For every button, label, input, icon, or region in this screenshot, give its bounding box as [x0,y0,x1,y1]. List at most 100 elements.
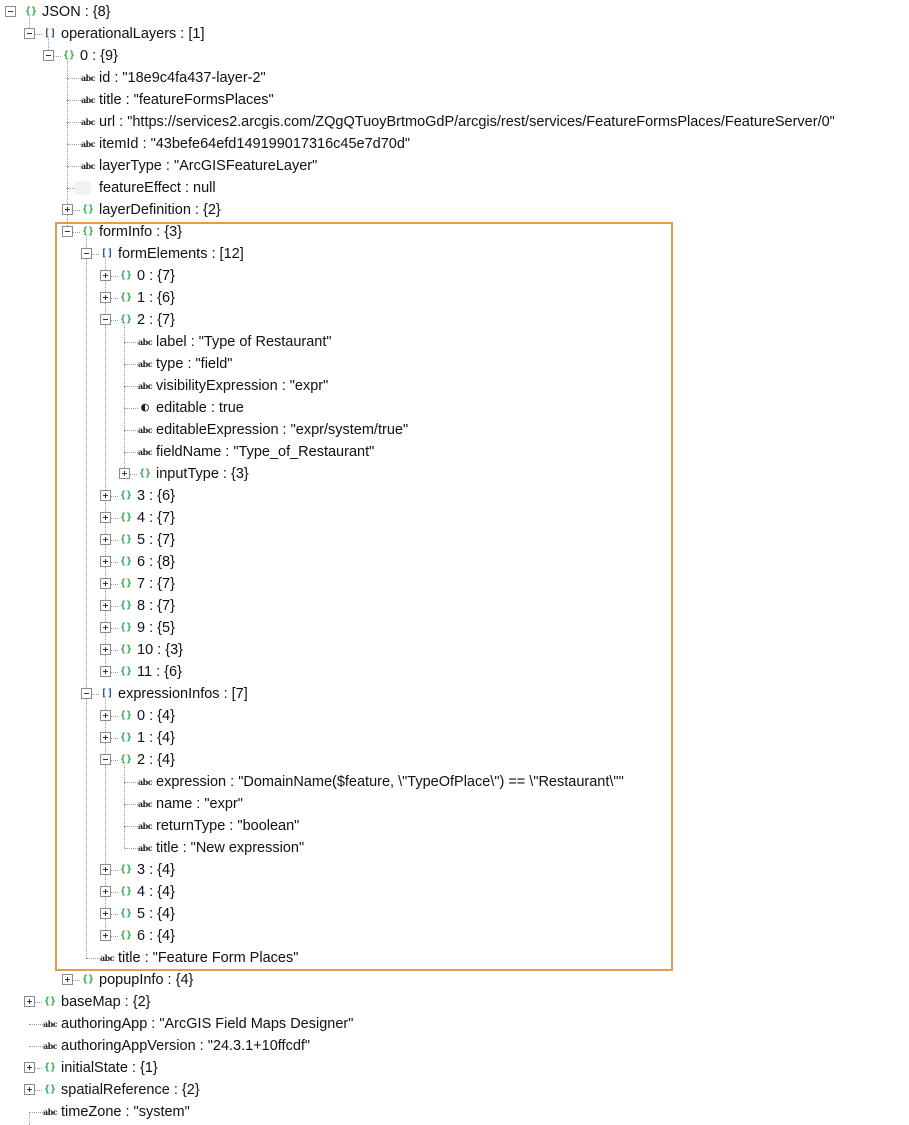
tree-node[interactable]: {}initialState : {1} [0,1057,909,1079]
node-label: title : "Feature Form Places" [118,947,298,969]
collapse-minus-icon[interactable] [5,6,16,17]
tree-node[interactable]: {}spatialReference : {2} [0,1079,909,1101]
tree-node[interactable]: {}6 : {8} [0,551,909,573]
node-label: 0 : {7} [137,265,175,287]
expand-plus-icon[interactable] [100,908,111,919]
expand-plus-icon[interactable] [100,930,111,941]
tree-node[interactable]: {}2 : {7} [0,309,909,331]
string-icon: abc [138,359,153,369]
expand-plus-icon[interactable] [119,468,130,479]
expand-plus-icon[interactable] [62,204,73,215]
expand-plus-icon[interactable] [24,1062,35,1073]
expand-plus-icon[interactable] [100,490,111,501]
expand-plus-icon[interactable] [100,710,111,721]
expand-plus-icon[interactable] [100,864,111,875]
collapse-minus-icon[interactable] [100,754,111,765]
tree-node[interactable]: {}layerDefinition : {2} [0,199,909,221]
collapse-minus-icon[interactable] [81,248,92,259]
tree-node[interactable]: {}1 : {6} [0,287,909,309]
node-label: layerType : "ArcGISFeatureLayer" [99,155,317,177]
tree-node[interactable]: []operationalLayers : [1] [0,23,909,45]
expand-plus-icon[interactable] [100,644,111,655]
collapse-minus-icon[interactable] [24,28,35,39]
collapse-minus-icon[interactable] [62,226,73,237]
tree-node[interactable]: {}9 : {5} [0,617,909,639]
tree-node[interactable]: {}0 : {9} [0,45,909,67]
expand-plus-icon[interactable] [100,556,111,567]
expand-plus-icon[interactable] [100,270,111,281]
tree-node[interactable]: ◐editable : true [0,397,909,419]
tree-node[interactable]: {}inputType : {3} [0,463,909,485]
tree-node[interactable]: featureEffect : null [0,177,909,199]
tree-node[interactable]: {}3 : {4} [0,859,909,881]
tree-node[interactable]: {}baseMap : {2} [0,991,909,1013]
tree-node[interactable]: {}10 : {3} [0,639,909,661]
tree-connector-line [111,628,118,629]
tree-node[interactable]: {}0 : {7} [0,265,909,287]
tree-node[interactable]: {}8 : {7} [0,595,909,617]
tree-node[interactable]: {}3 : {6} [0,485,909,507]
tree-node[interactable]: []expressionInfos : [7] [0,683,909,705]
tree-node[interactable]: {}4 : {7} [0,507,909,529]
expand-plus-icon[interactable] [100,732,111,743]
tree-node[interactable]: {}1 : {4} [0,727,909,749]
tree-connector-line [73,980,80,981]
expand-plus-icon[interactable] [100,622,111,633]
node-key: baseMap [61,994,121,1010]
tree-node[interactable]: {}formInfo : {3} [0,221,909,243]
tree-node[interactable]: {}0 : {4} [0,705,909,727]
node-value: "DomainName($feature, \"TypeOfPlace\") =… [238,774,624,790]
tree-node[interactable]: {}11 : {6} [0,661,909,683]
node-label: 10 : {3} [137,639,183,661]
key-value-separator: : [226,774,239,790]
expand-plus-icon[interactable] [100,512,111,523]
collapse-minus-icon[interactable] [43,50,54,61]
expand-plus-icon[interactable] [100,886,111,897]
tree-node[interactable]: []formElements : [12] [0,243,909,265]
key-value-separator: : [225,818,238,834]
expand-plus-icon[interactable] [24,996,35,1007]
collapse-minus-icon[interactable] [81,688,92,699]
tree-node[interactable]: {}JSON : {8} [0,1,909,23]
tree-node[interactable]: {}5 : {4} [0,903,909,925]
node-value: "expr/system/true" [290,422,409,438]
node-label: initialState : {1} [61,1057,158,1079]
node-value: {6} [157,290,175,306]
tree-node[interactable]: {}6 : {4} [0,925,909,947]
string-icon: abc [81,117,96,127]
expand-plus-icon[interactable] [100,666,111,677]
tree-node[interactable]: {}popupInfo : {4} [0,969,909,991]
expand-plus-icon[interactable] [24,1084,35,1095]
expand-plus-icon[interactable] [100,600,111,611]
collapse-minus-icon[interactable] [100,314,111,325]
tree-node[interactable]: {}7 : {7} [0,573,909,595]
expand-plus-icon[interactable] [100,534,111,545]
expand-plus-icon[interactable] [100,578,111,589]
node-label: expressionInfos : [7] [118,683,248,705]
expand-plus-icon[interactable] [100,292,111,303]
expand-plus-icon[interactable] [62,974,73,985]
tree-connector-line [111,518,118,519]
tree-node[interactable]: {}4 : {4} [0,881,909,903]
tree-node[interactable]: {}2 : {4} [0,749,909,771]
key-value-separator: : [278,422,291,438]
tree-node[interactable]: {}5 : {7} [0,529,909,551]
